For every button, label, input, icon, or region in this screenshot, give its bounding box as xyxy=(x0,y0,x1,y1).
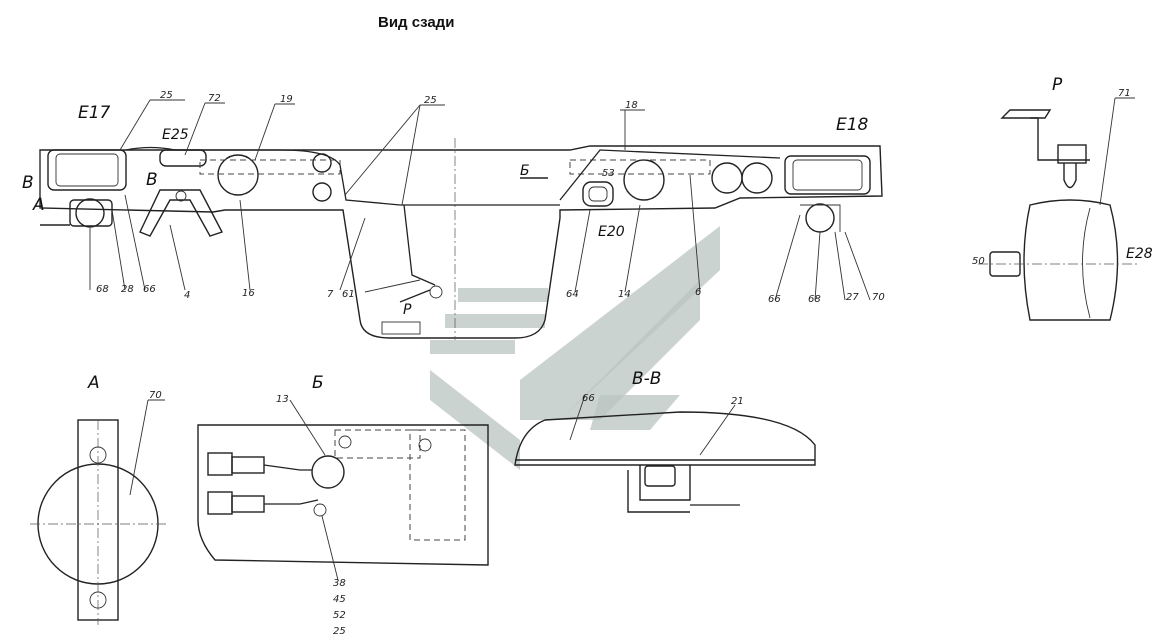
callout-18: 18 xyxy=(625,100,638,111)
detail-b-connector: Б 13 38 45 52 25 xyxy=(197,373,489,637)
callout-52: 52 xyxy=(333,610,346,621)
designator-e17: E17 xyxy=(78,103,111,123)
callout-16: 16 xyxy=(242,288,255,299)
detail-a-lamp: А 70 xyxy=(30,373,168,625)
callout-28: 28 xyxy=(121,284,134,295)
callout-6: 6 xyxy=(695,287,701,298)
fog-lamp-left xyxy=(75,198,105,228)
section-vv: В-В 66 21 xyxy=(514,369,816,513)
callout-25-mid: 25 xyxy=(424,95,437,106)
callout-14: 14 xyxy=(618,289,631,300)
view-marker-a: А xyxy=(32,195,45,215)
detail-p-heading: Р xyxy=(1052,75,1063,95)
callout-25-left: 25 xyxy=(160,90,173,101)
view-marker-v-left: В xyxy=(22,173,34,193)
callout-71: 71 xyxy=(1118,88,1131,99)
callout-66-left: 66 xyxy=(143,284,156,295)
callout-61: 61 xyxy=(342,289,355,300)
callout-64: 64 xyxy=(566,289,579,300)
designator-e18: E18 xyxy=(836,115,869,135)
callout-66-section: 66 xyxy=(582,393,595,404)
lamp-e17 xyxy=(47,149,127,191)
callout-68-right: 68 xyxy=(808,294,821,305)
detail-p-fog-lamp: Р 71 50 E28 xyxy=(972,75,1153,321)
callout-53: 53 xyxy=(602,168,615,179)
callout-38: 38 xyxy=(333,578,346,589)
callout-45: 45 xyxy=(333,594,346,605)
callout-4: 4 xyxy=(184,290,190,301)
callout-7: 7 xyxy=(327,289,334,300)
lamp-e18 xyxy=(784,155,871,195)
callout-72: 72 xyxy=(208,93,221,104)
callout-66-right: 66 xyxy=(768,294,781,305)
callout-70: 70 xyxy=(872,292,885,303)
callout-27: 27 xyxy=(846,292,859,303)
view-marker-b: Б xyxy=(520,163,530,179)
license-lamp-e25 xyxy=(159,149,207,167)
main-rear-view: E17 E18 E20 E25 В В А Б Р 25 72 19 25 18… xyxy=(22,90,885,340)
watermark-logo xyxy=(430,226,720,470)
page-title: Вид сзади xyxy=(378,14,454,31)
callout-21: 21 xyxy=(731,396,744,407)
lamp-e20 xyxy=(582,181,614,207)
callout-19: 19 xyxy=(280,94,293,105)
detail-a-heading: А xyxy=(87,373,100,393)
callout-25-detail-b: 25 xyxy=(333,626,346,637)
designator-e25: E25 xyxy=(162,127,189,143)
fog-lamp-right xyxy=(805,203,835,233)
detail-b-heading: Б xyxy=(312,373,324,393)
callout-13: 13 xyxy=(276,394,289,405)
designator-e28-detail: E28 xyxy=(1126,246,1153,262)
view-marker-v-right: В xyxy=(146,170,158,190)
callout-68-left: 68 xyxy=(96,284,109,295)
section-vv-heading: В-В xyxy=(632,369,661,389)
callout-70-detail-a: 70 xyxy=(149,390,162,401)
designator-e20: E20 xyxy=(598,224,625,240)
callout-50: 50 xyxy=(972,256,985,267)
view-marker-p: Р xyxy=(403,302,412,318)
